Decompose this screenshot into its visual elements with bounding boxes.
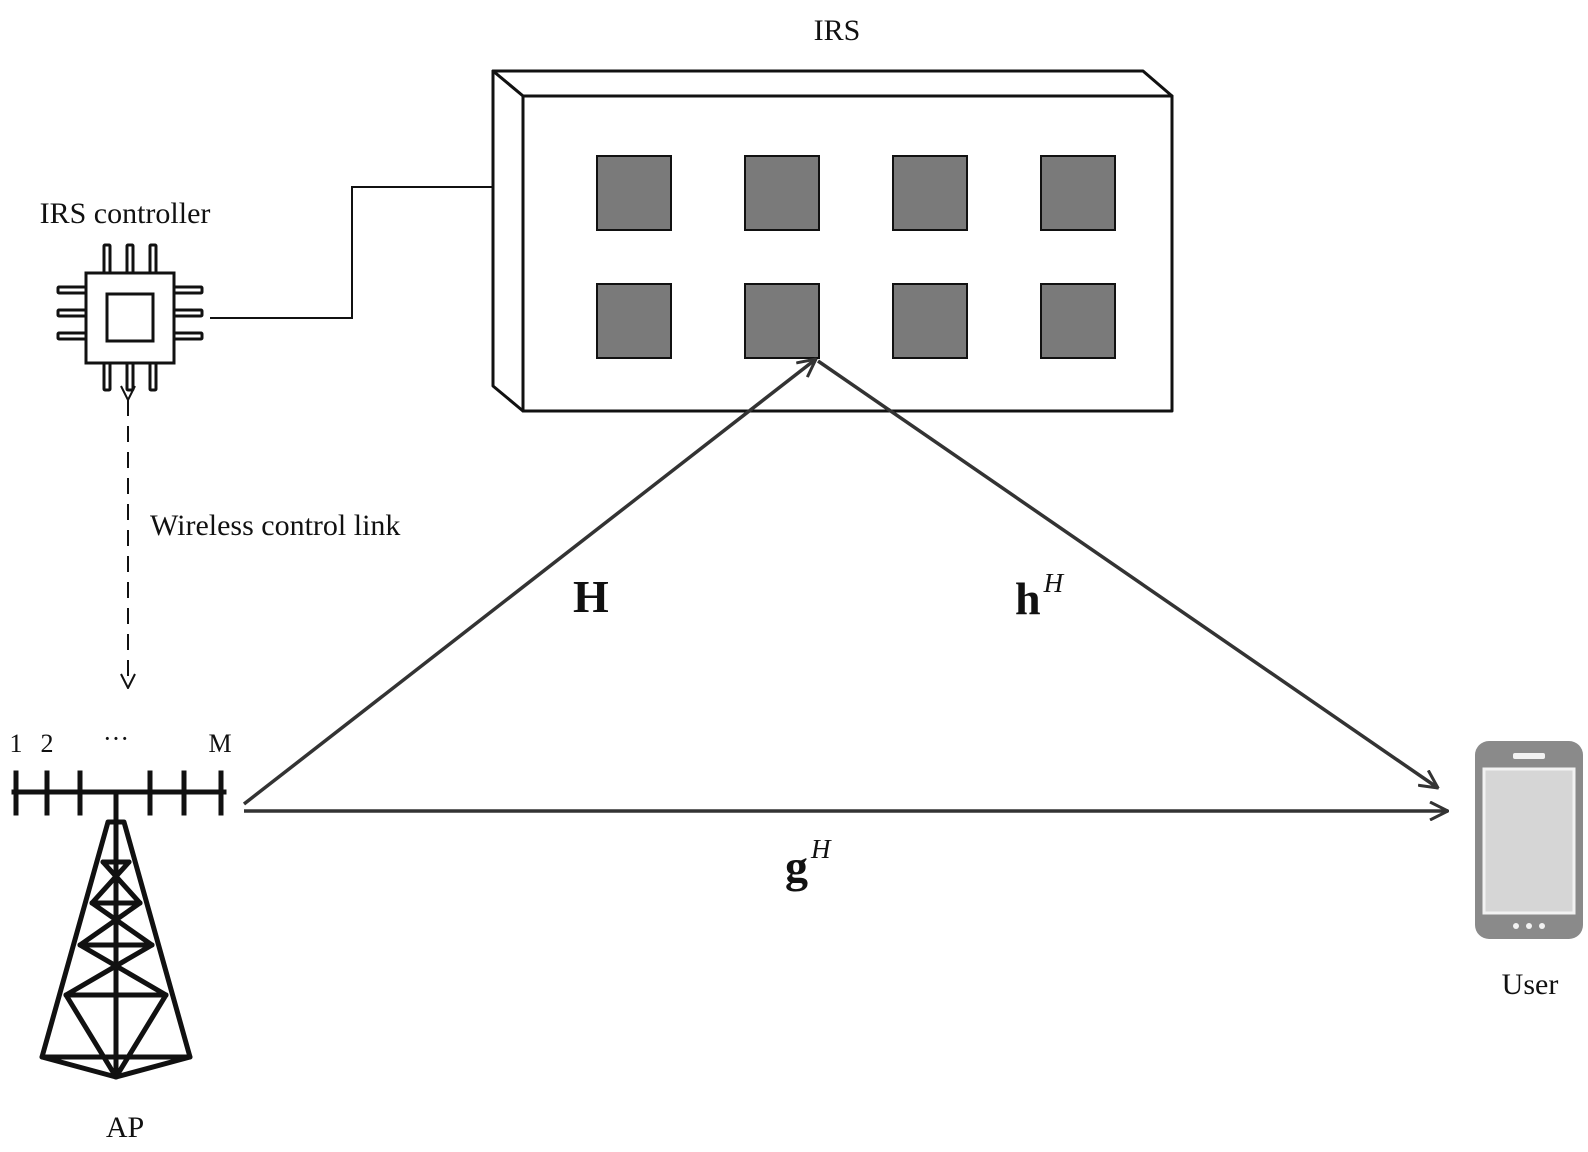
antenna-label-m: M [208,729,231,758]
antenna-array [11,770,227,816]
ap-label: AP [106,1111,144,1144]
channel-symbol: g [785,841,808,892]
phone-button-dot [1526,923,1532,929]
phone-speaker [1513,753,1545,759]
chip-pin [56,331,88,341]
chip-pin [125,361,135,392]
tower-brace [77,942,169,998]
phone-screen [1482,767,1576,915]
antenna-label-1: 1 [10,729,23,758]
tower-brace [113,1054,193,1080]
irs-element [596,155,672,231]
irs-controller-label: IRS controller [40,197,211,230]
user-label: User [1502,968,1559,1001]
irs-element [744,283,820,359]
irs-element [596,283,672,359]
chip-pin [172,285,204,295]
antenna-label-dots: ··· [103,724,129,753]
irs-panel-front-face [521,94,1174,413]
irs-element [1040,155,1116,231]
tower-brace [77,900,143,948]
irs-panel-top-face [491,69,1174,98]
channel-superscript: H [810,834,832,864]
channel-arrow-irs-user [817,359,1438,788]
wireless-control-link-label: Wireless control link [150,509,400,542]
tower-brace [63,992,119,1080]
chip-pin [56,308,88,318]
antenna-label-2: 2 [41,729,54,758]
chip-pin [56,285,88,295]
chip-pin [125,243,135,275]
irs-element [892,283,968,359]
tower-icon [39,789,193,1080]
channel-label-h-matrix: H [573,571,609,622]
phone-icon [1475,741,1583,939]
tower-brace [39,1054,119,1080]
irs-element [892,155,968,231]
tower-brace [89,859,132,906]
chip-pin [172,308,204,318]
irs-panel [491,69,1174,413]
phone-button-dot [1513,923,1519,929]
chip-pin [102,361,112,392]
chip-pin [172,331,204,341]
chip-pin [148,243,158,275]
chip-icon [56,243,204,392]
channel-symbol: h [1015,573,1041,624]
controller-irs-wire [210,186,493,319]
channel-arrow-ap-irs [242,359,816,806]
irs-label: IRS [814,14,861,47]
channel-symbol: H [573,571,609,622]
tower-brace [89,900,155,948]
chip-pin [102,243,112,275]
irs-element [1040,283,1116,359]
tower-brace [100,859,143,906]
chip-core [105,292,155,343]
channel-superscript: H [1043,568,1065,598]
phone-button-dot [1539,923,1545,929]
irs-element [744,155,820,231]
chip-pin [148,361,158,392]
tower-brace [63,942,155,998]
tower-brace [113,992,169,1080]
irs-element-grid [596,155,1116,359]
irs-panel-side-face [491,69,525,413]
